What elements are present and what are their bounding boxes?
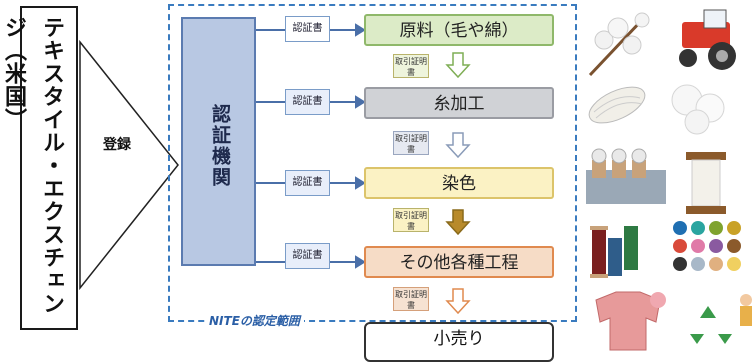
certificate-doc-2: 認証書 [285,89,330,115]
retail-box: 小売り [364,322,554,362]
registration-arrow-icon [79,40,179,290]
process-other: その他各種工程 [364,246,554,278]
down-arrow-1 [445,52,471,79]
down-arrow-4 [445,288,471,315]
thread-spools-icon [590,226,638,278]
transaction-doc-3: 取引証明書 [393,208,429,232]
down-arrow-2 [445,132,471,159]
certificate-doc-4: 認証書 [285,243,330,269]
process-dyeing: 染色 [364,167,554,199]
organization-box: テキスタイル・エクスチェンジ（米国） [1,6,78,330]
nite-scope-label: NITEの認定範囲 [205,312,304,329]
sweater-icon [595,291,666,351]
certificate-doc-1: 認証書 [285,16,330,42]
yarn-skein-icon [588,86,646,124]
down-arrow-3 [445,209,471,236]
certificate-doc-3: 認証書 [285,170,330,196]
certification-body: 認証機関 [181,17,256,266]
connector-arrows [256,23,471,315]
transaction-doc-4: 取引証明書 [393,287,429,311]
nite-scope-border [168,4,577,322]
transaction-doc-2: 取引証明書 [393,131,429,155]
process-yarn: 糸加工 [364,87,554,119]
dye-colors-icon [673,221,741,271]
certification-body-label: 認証機関 [209,104,231,188]
transaction-doc-1: 取引証明書 [393,54,429,78]
organization-name: テキスタイル・エクスチェンジ（米国） [1,16,64,315]
recycle-icon [690,294,752,344]
spinning-machine-icon [586,148,666,204]
cotton-plant-icon [588,12,650,77]
tractor-icon [679,9,736,70]
process-raw-material: 原料（毛や綿） [364,14,554,46]
thread-spool-icon [686,152,726,214]
registration-label: 登録 [103,137,131,153]
illustrations [586,9,752,351]
cotton-ball-icon [671,84,725,135]
